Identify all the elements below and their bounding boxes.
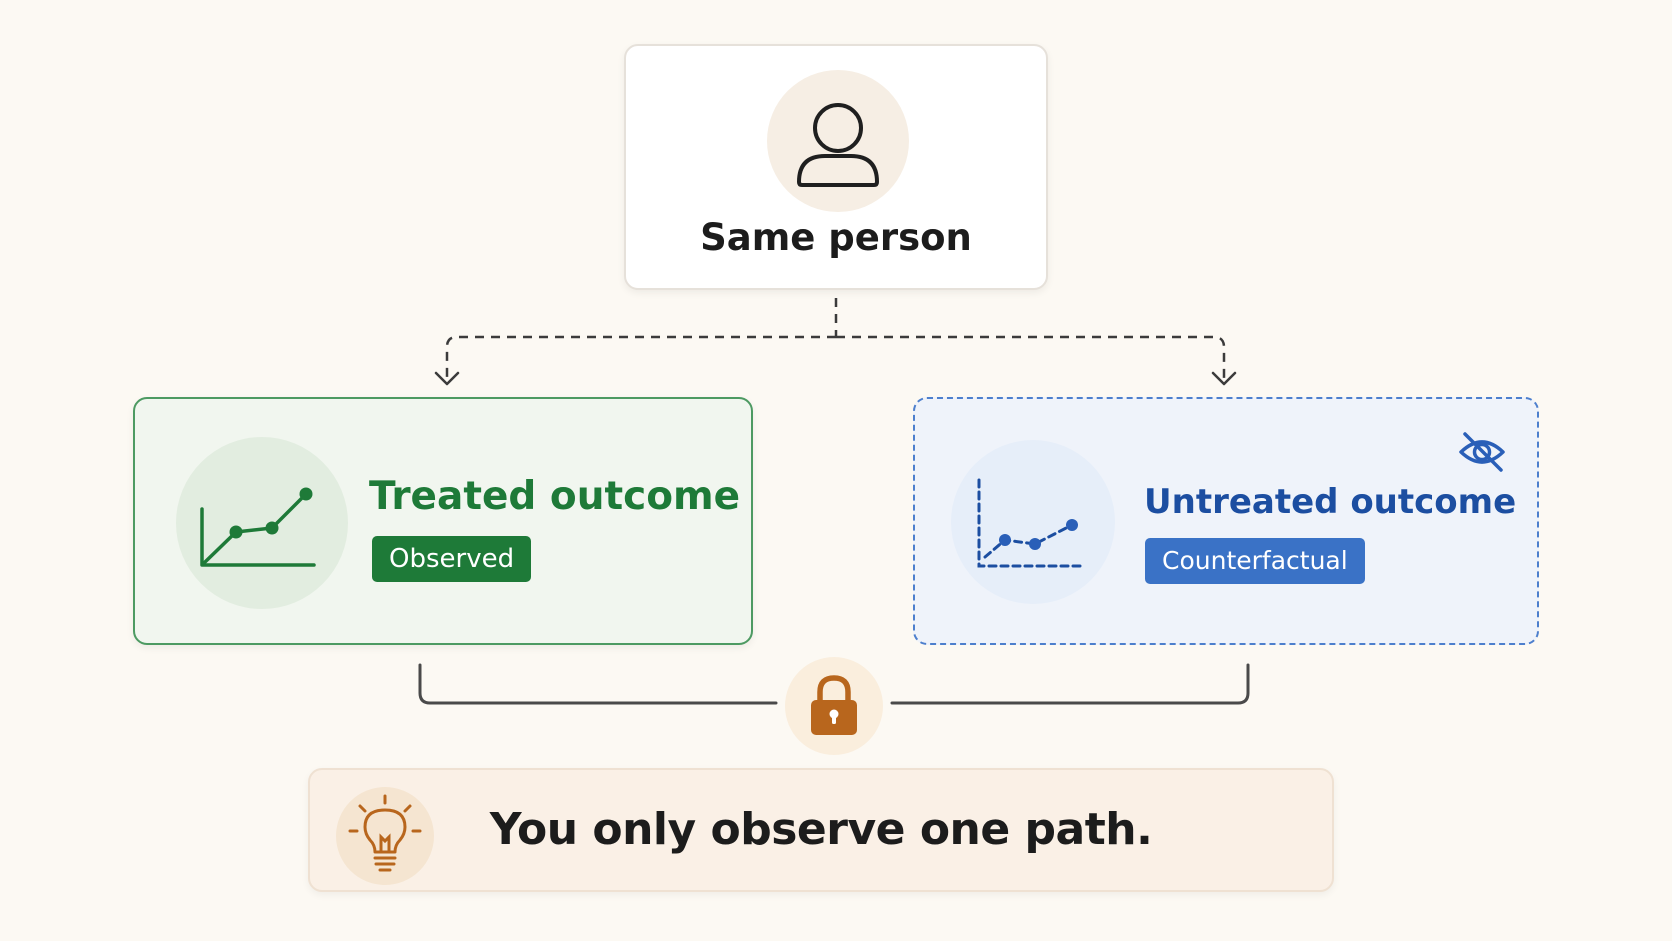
lightbulb-icon bbox=[348, 794, 422, 872]
arrow-down-right-icon bbox=[1211, 371, 1237, 386]
person-icon bbox=[797, 103, 879, 187]
eye-off-icon bbox=[1459, 432, 1505, 472]
observed-badge: Observed bbox=[372, 536, 532, 582]
person-card: Same person bbox=[624, 44, 1048, 290]
dashed-line-chart-icon bbox=[977, 478, 1087, 568]
person-avatar bbox=[767, 70, 909, 212]
treated-outcome-card: Treated outcome Observed bbox=[133, 397, 753, 645]
split-branch-left-line bbox=[445, 335, 836, 380]
arrow-down-left-icon bbox=[434, 371, 460, 386]
treated-outcome-title: Treated outcome bbox=[369, 474, 741, 519]
lock-badge bbox=[785, 657, 883, 755]
bracket-right-line bbox=[890, 663, 1250, 705]
split-branch-right-line bbox=[836, 335, 1226, 380]
untreated-chart-badge bbox=[951, 440, 1115, 604]
counterfactual-badge: Counterfactual bbox=[1145, 538, 1365, 584]
lock-icon bbox=[811, 675, 857, 735]
untreated-outcome-card: Untreated outcome Counterfactual bbox=[913, 397, 1539, 645]
lightbulb-badge bbox=[336, 787, 434, 885]
takeaway-text: You only observe one path. bbox=[489, 804, 1153, 855]
untreated-outcome-title: Untreated outcome bbox=[1144, 482, 1517, 522]
treated-chart-badge bbox=[176, 437, 348, 609]
takeaway-card: You only observe one path. bbox=[308, 768, 1334, 892]
bracket-left-line bbox=[418, 663, 778, 705]
person-title: Same person bbox=[700, 216, 972, 259]
line-chart-icon bbox=[200, 487, 316, 567]
